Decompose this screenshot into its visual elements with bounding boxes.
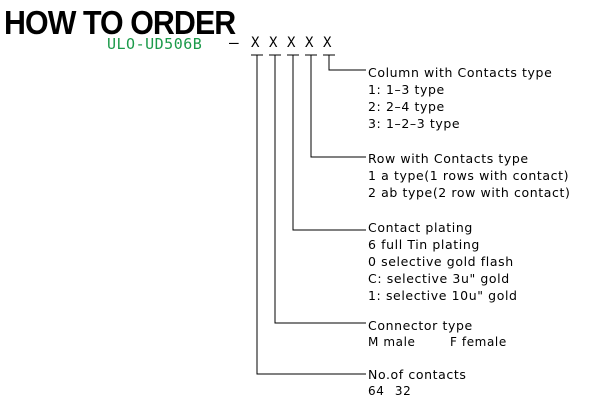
field-contact-plating: Contact plating 6 full Tin plating 0 sel… — [368, 219, 518, 304]
field-option: 32 — [394, 384, 412, 398]
field-heading: Column with Contacts type — [368, 65, 553, 80]
field-option: M male — [368, 335, 416, 349]
field-heading: No.of contacts — [368, 367, 467, 382]
page-title: HOW TO ORDER — [4, 4, 236, 41]
code-slot-connector-type: X — [269, 35, 278, 51]
field-option: C: selective 3u" gold — [368, 271, 510, 286]
field-column-type: Column with Contacts type 1: 1–3 type 2:… — [368, 64, 552, 132]
leader-plating — [292, 55, 366, 231]
part-number-separator: — — [229, 33, 239, 52]
field-option: 3: 1–2–3 type — [368, 116, 461, 131]
field-option: 64 — [368, 384, 385, 398]
leader-column-type — [328, 55, 366, 71]
field-options-row: 64 32 — [368, 383, 466, 400]
field-option: F female — [449, 335, 507, 349]
field-number-of-contacts: No.of contacts 64 32 — [368, 366, 466, 400]
field-option: 6 full Tin plating — [368, 237, 480, 252]
field-option: 1: 1–3 type — [368, 82, 445, 97]
field-option: 1 a type(1 rows with contact) — [368, 168, 570, 183]
code-slot-column-type: X — [323, 35, 332, 51]
leader-row-type — [310, 55, 366, 158]
leader-contacts — [256, 55, 366, 375]
field-option: 0 selective gold flash — [368, 254, 514, 269]
part-number-prefix: ULO-UD506B — [107, 35, 203, 53]
field-option: 2: 2–4 type — [368, 99, 445, 114]
field-heading: Row with Contacts type — [368, 151, 529, 166]
field-options-row: M male F female — [368, 334, 507, 351]
code-slot-row-type: X — [305, 35, 314, 51]
field-heading: Contact plating — [368, 220, 473, 235]
code-slot-plating: X — [287, 35, 296, 51]
field-heading: Connector type — [368, 318, 473, 333]
code-slot-contacts: X — [251, 35, 260, 51]
field-option: 1: selective 10u" gold — [368, 288, 518, 303]
field-row-type: Row with Contacts type 1 a type(1 rows w… — [368, 150, 570, 201]
field-option: 2 ab type(2 row with contact) — [368, 185, 571, 200]
leader-connector-type — [274, 55, 366, 324]
field-connector-type: Connector type M male F female — [368, 317, 507, 351]
